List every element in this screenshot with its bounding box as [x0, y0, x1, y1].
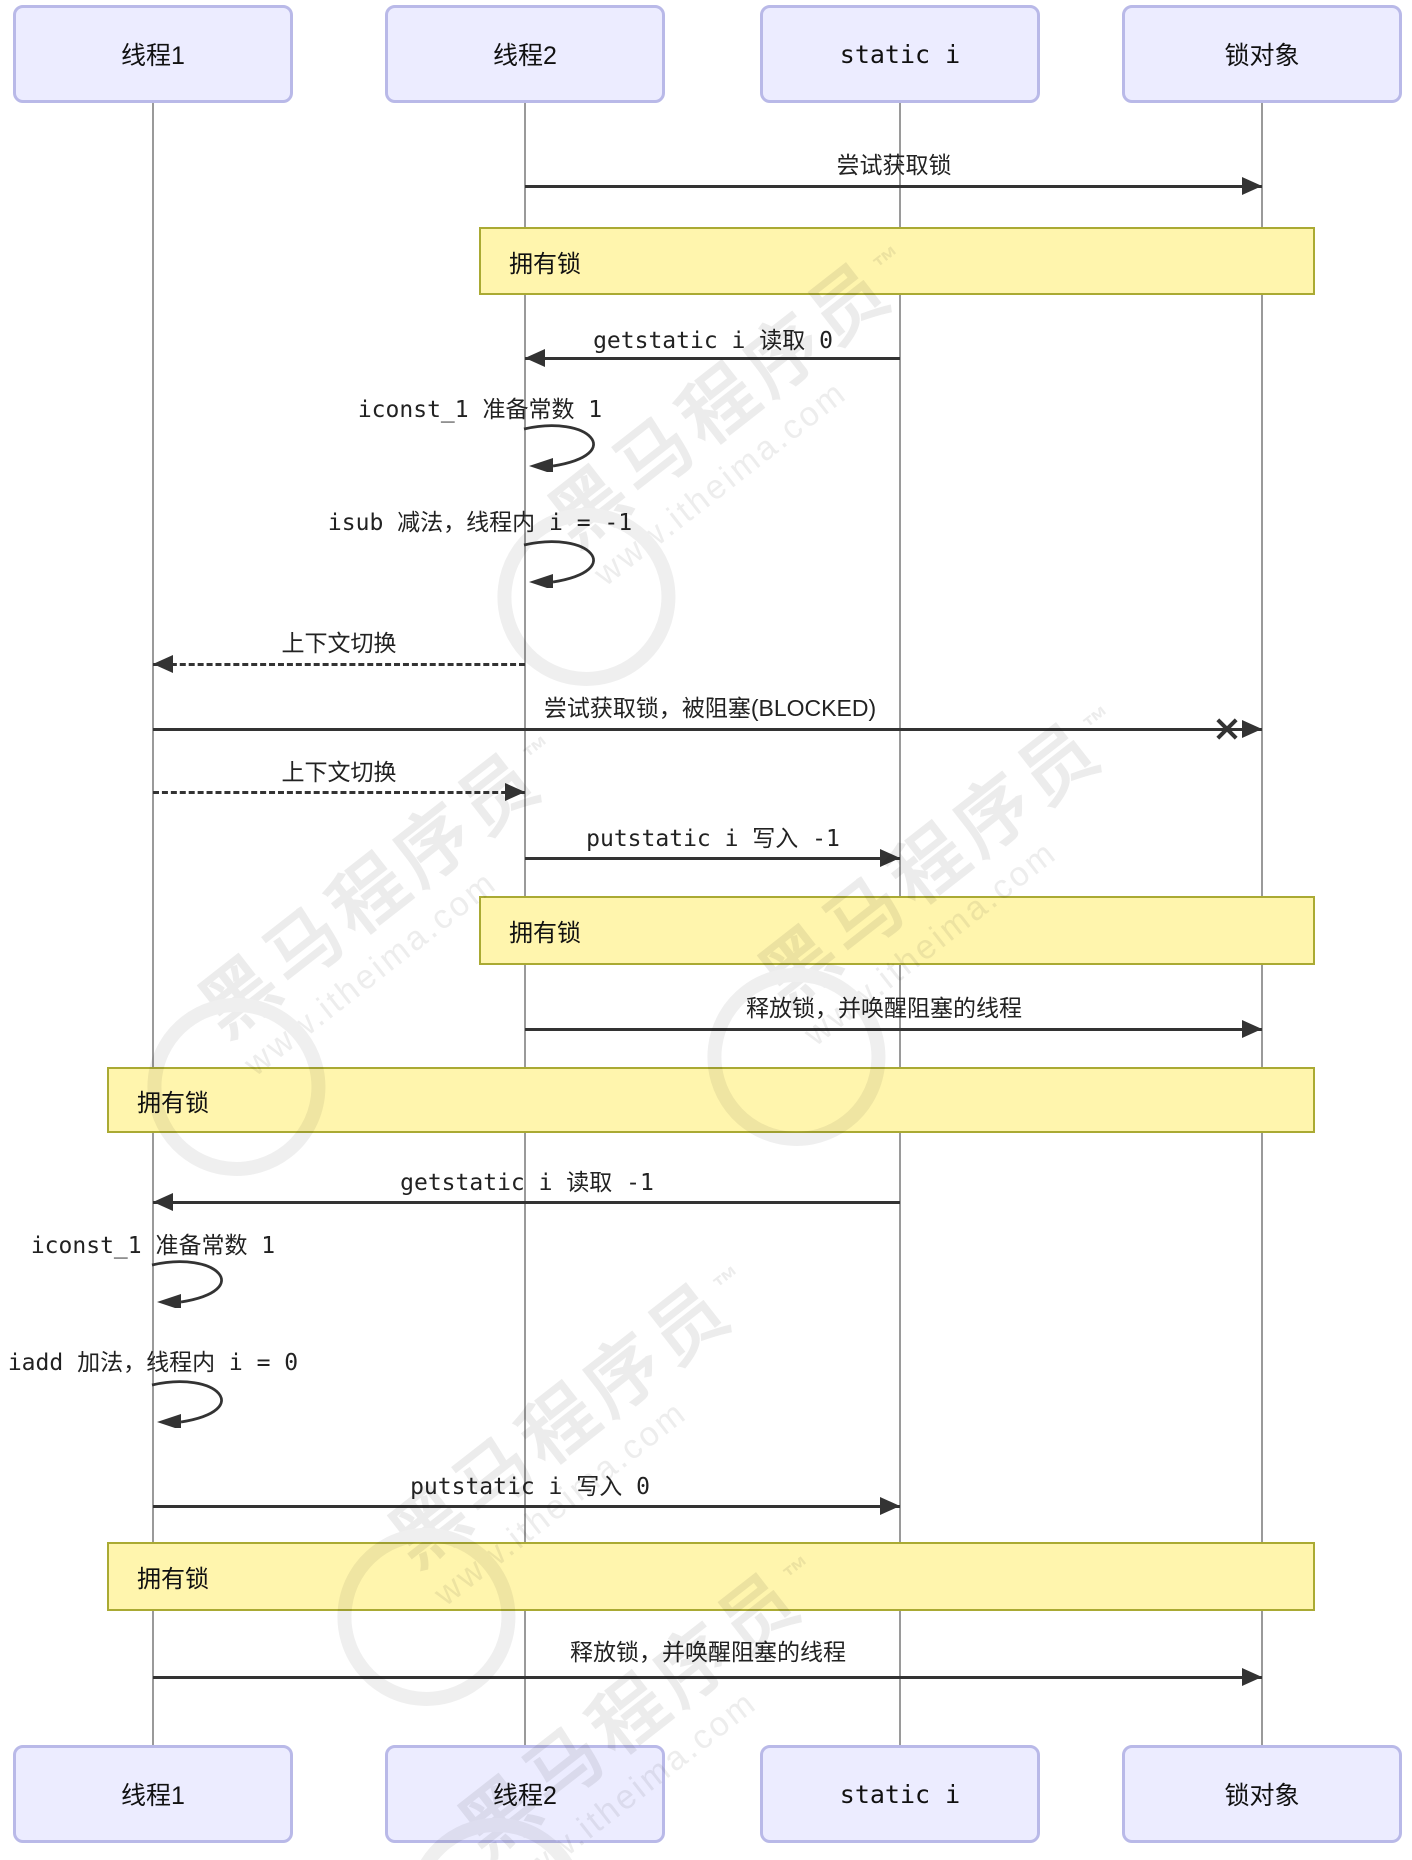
message-label: iconst_1 准备常数 1	[30, 1233, 276, 1259]
watermark-logo-icon	[671, 931, 922, 1182]
message-label: 释放锁，并唤醒阻塞的线程	[570, 1639, 846, 1665]
message-arrow	[153, 1201, 900, 1204]
arrowhead-right-icon	[1242, 720, 1262, 738]
message-arrow	[525, 357, 900, 360]
arrowhead-left-icon	[153, 655, 173, 673]
message-label: 上下文切换	[281, 759, 397, 785]
message-arrow	[153, 1676, 1262, 1679]
arrowhead-left-icon	[153, 1193, 173, 1211]
note-own-lock-2: 拥有锁	[479, 896, 1315, 965]
message-label: 尝试获取锁，被阻塞(BLOCKED)	[543, 695, 877, 721]
message-arrow-dashed	[153, 791, 525, 794]
arrowhead-right-icon	[1242, 177, 1262, 195]
message-arrow	[525, 185, 1262, 188]
arrowhead-left-icon	[525, 349, 545, 367]
blocked-x-icon	[1214, 716, 1240, 742]
message-arrow	[525, 857, 900, 860]
self-loop-arrow	[523, 424, 595, 472]
arrowhead-right-icon	[505, 783, 525, 801]
message-label: getstatic i 读取 -1	[400, 1170, 654, 1196]
message-arrow	[153, 1505, 900, 1508]
message-label: putstatic i 写入 0	[410, 1474, 650, 1500]
lifeline-thread1	[152, 103, 154, 1745]
participant-top-static-i: static i	[760, 5, 1040, 103]
note-own-lock-4: 拥有锁	[107, 1542, 1315, 1611]
participant-top-thread2: 线程2	[385, 5, 665, 103]
message-label: putstatic i 写入 -1	[586, 826, 840, 852]
message-label: getstatic i 读取 0	[593, 328, 833, 354]
message-arrow	[525, 1028, 1262, 1031]
participant-bottom-thread2: 线程2	[385, 1745, 665, 1843]
self-loop-arrow	[523, 540, 595, 588]
message-arrow	[153, 728, 1262, 731]
self-loop-arrow	[151, 1260, 223, 1308]
participant-bottom-static-i: static i	[760, 1745, 1040, 1843]
watermark-brand: 黑马程序员™	[184, 724, 566, 1052]
participant-top-lock: 锁对象	[1122, 5, 1402, 103]
note-own-lock-1: 拥有锁	[479, 227, 1315, 295]
participant-top-thread1: 线程1	[13, 5, 293, 103]
message-label: isub 减法，线程内 i = -1	[327, 510, 633, 536]
arrowhead-right-icon	[880, 849, 900, 867]
message-label: iconst_1 准备常数 1	[357, 397, 603, 423]
participant-bottom-thread1: 线程1	[13, 1745, 293, 1843]
message-label: 尝试获取锁	[836, 152, 952, 178]
arrowhead-right-icon	[1242, 1020, 1262, 1038]
arrowhead-right-icon	[1242, 1668, 1262, 1686]
arrowhead-right-icon	[880, 1497, 900, 1515]
self-loop-arrow	[151, 1380, 223, 1428]
message-label: 释放锁，并唤醒阻塞的线程	[746, 995, 1022, 1021]
message-label: 上下文切换	[281, 630, 397, 656]
watermark-logo-icon	[301, 1491, 552, 1742]
watermark-brand: 黑马程序员™	[374, 1254, 756, 1582]
message-label: iadd 加法，线程内 i = 0	[7, 1350, 299, 1376]
participant-bottom-lock: 锁对象	[1122, 1745, 1402, 1843]
note-own-lock-3: 拥有锁	[107, 1067, 1315, 1133]
message-arrow-dashed	[153, 663, 525, 666]
